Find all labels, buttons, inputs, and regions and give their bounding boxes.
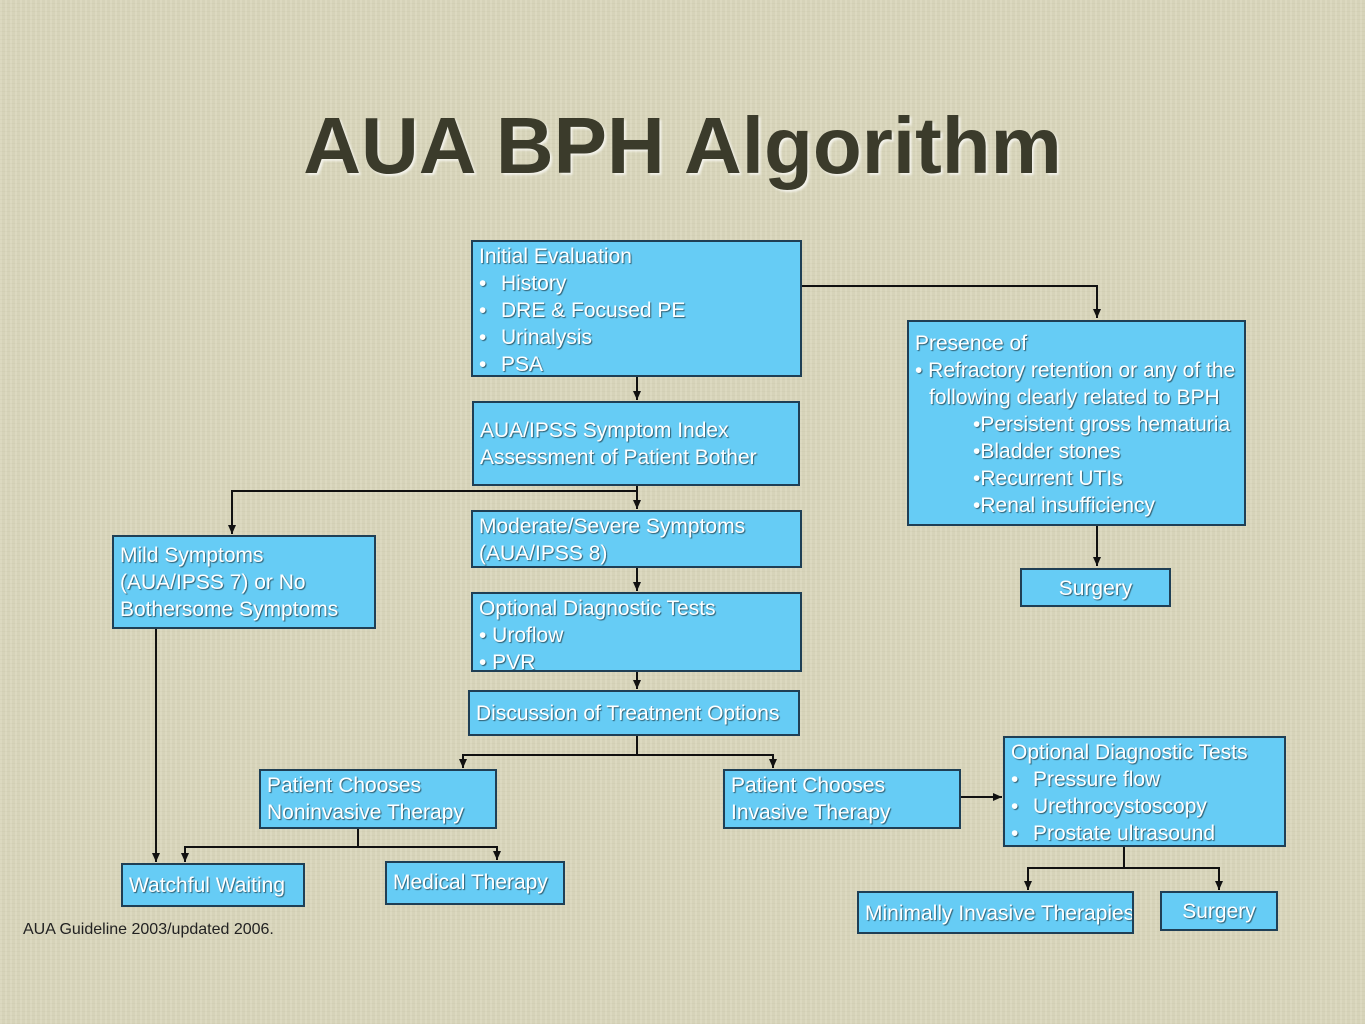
optional-tests-1-pvr: • PVR [479, 651, 536, 672]
optional-tests-1-heading: Optional Diagnostic Tests [479, 597, 716, 620]
surgery-top-box: Surgery [1020, 568, 1171, 607]
symptom-index-box: AUA/IPSS Symptom Index Assessment of Pat… [472, 401, 800, 486]
invasive-box: Patient Chooses Invasive Therapy [723, 769, 961, 829]
noninvasive-line-1: Patient Chooses [267, 774, 422, 797]
initial-item-dre: •DRE & Focused PE [479, 299, 686, 322]
noninvasive-line-2: Noninvasive Therapy [267, 801, 464, 824]
arrow-discussion-to-noninvasive [459, 754, 637, 768]
discussion-box: Discussion of Treatment Options [468, 690, 800, 736]
optional-tests-1-uroflow: • Uroflow [479, 624, 564, 647]
mild-line-1: Mild Symptoms [120, 544, 264, 567]
mild-line-3: Bothersome Symptoms [120, 598, 339, 621]
minimally-invasive-label: Minimally Invasive Therapies [865, 902, 1134, 925]
presence-item-utis: •Recurrent UTIs [973, 467, 1123, 490]
presence-item-hematuria: •Persistent gross hematuria [973, 413, 1231, 436]
arrow-tests2-to-surgery [1124, 867, 1223, 890]
noninvasive-box: Patient Chooses Noninvasive Therapy [259, 769, 497, 829]
surgery-bottom-label: Surgery [1182, 900, 1256, 923]
watchful-waiting-label: Watchful Waiting [129, 874, 285, 897]
optional-tests-uroflow-box: Optional Diagnostic Tests • Uroflow • PV… [471, 592, 802, 672]
citation-footer: AUA Guideline 2003/updated 2006. [23, 921, 274, 938]
symptom-index-line-1: AUA/IPSS Symptom Index [480, 419, 729, 442]
invasive-line-1: Patient Chooses [731, 774, 886, 797]
surgery-top-label: Surgery [1058, 577, 1133, 600]
moderate-line-1: Moderate/Severe Symptoms [479, 515, 746, 538]
initial-item-psa: •PSA [479, 353, 544, 376]
presence-line-1: • Refractory retention or any of the [915, 359, 1236, 382]
presence-of-box: Presence of • Refractory retention or an… [907, 320, 1246, 526]
moderate-line-2: (AUA/IPSS 8) [479, 542, 608, 565]
optional-tests-2-ultrasound: •Prostate ultrasound [1011, 822, 1216, 845]
optional-tests-2-heading: Optional Diagnostic Tests [1011, 741, 1248, 764]
initial-evaluation-heading: Initial Evaluation [479, 245, 632, 268]
initial-item-history: •History [479, 272, 567, 295]
presence-line-2: following clearly related to BPH [929, 386, 1220, 409]
surgery-bottom-box: Surgery [1160, 891, 1278, 931]
arrow-noninvasive-to-watchful [181, 846, 358, 862]
optional-tests-2-urethro: •Urethrocystoscopy [1011, 795, 1207, 818]
arrow-index-to-mild [228, 490, 637, 534]
arrow-discussion-to-invasive [637, 754, 777, 768]
page-title: AUA BPH Algorithm [303, 101, 1062, 190]
medical-therapy-box: Medical Therapy [385, 861, 565, 905]
moderate-severe-box: Moderate/Severe Symptoms (AUA/IPSS 8) [471, 510, 802, 568]
presence-item-renal: •Renal insufficiency [973, 494, 1156, 517]
watchful-waiting-box: Watchful Waiting [121, 863, 305, 907]
arrow-initial-to-presence [801, 285, 1101, 318]
optional-tests-2-pressure: •Pressure flow [1011, 768, 1161, 791]
arrow-noninvasive-to-medical [358, 846, 501, 860]
mild-line-2: (AUA/IPSS 7) or No [120, 571, 306, 594]
initial-evaluation-box: Initial Evaluation •History •DRE & Focus… [471, 240, 802, 377]
mild-symptoms-box: Mild Symptoms (AUA/IPSS 7) or No Bothers… [112, 535, 376, 629]
arrow-tests2-to-minimally [1024, 867, 1124, 890]
symptom-index-line-2: Assessment of Patient Bother [480, 446, 757, 469]
minimally-invasive-box: Minimally Invasive Therapies [857, 891, 1134, 934]
presence-heading: Presence of [915, 332, 1028, 355]
invasive-line-2: Invasive Therapy [731, 801, 891, 824]
initial-item-urinalysis: •Urinalysis [479, 326, 593, 349]
medical-therapy-label: Medical Therapy [393, 871, 548, 894]
discussion-label: Discussion of Treatment Options [476, 702, 780, 725]
optional-tests-pressure-box: Optional Diagnostic Tests •Pressure flow… [1003, 736, 1286, 847]
presence-item-stones: •Bladder stones [973, 440, 1121, 463]
